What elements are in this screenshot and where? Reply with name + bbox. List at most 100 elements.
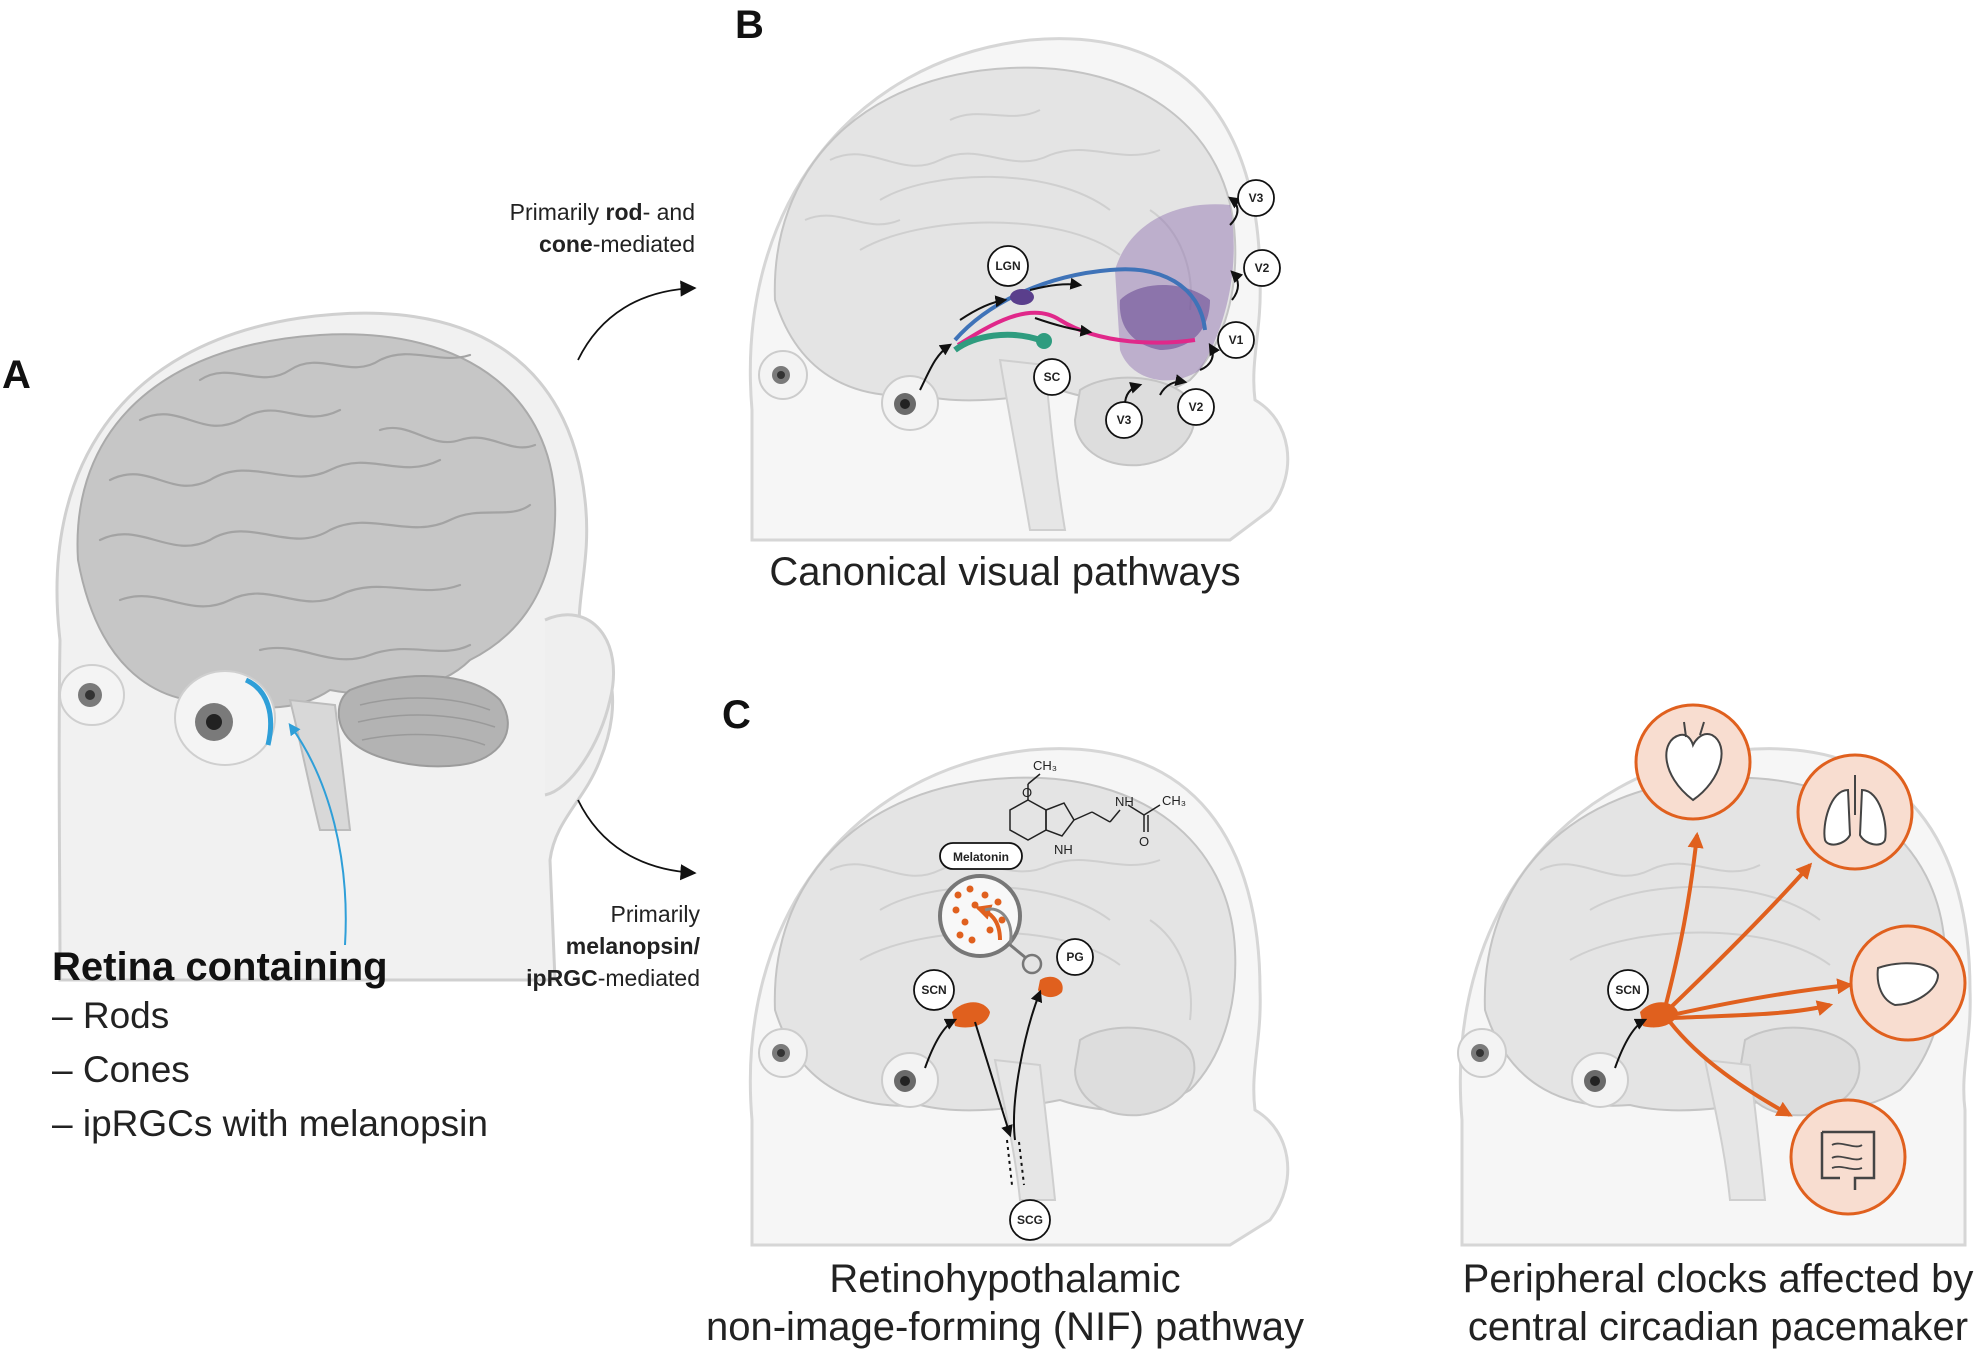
node-scn-d: SCN: [1607, 969, 1649, 1011]
node-scg-label: SCG: [1017, 1213, 1043, 1227]
node-v3-lower-label: V3: [1117, 413, 1132, 427]
panel-b-near-eye: [881, 375, 939, 431]
route-b-line2-bold: cone: [539, 231, 593, 257]
node-v3-lower: V3: [1105, 401, 1143, 439]
route-label-c: Primarily melanopsin/ ipRGC-mediated: [526, 901, 700, 991]
panel-a-cerebellum: [337, 675, 509, 768]
node-scg: SCG: [1009, 1199, 1051, 1241]
panel-d-caption-line1: Peripheral clocks affected by: [1463, 1257, 1974, 1301]
arrow-to-panel-b: [577, 280, 697, 361]
panel-c-pineal-gland: [1038, 976, 1063, 998]
retina-item-rods: – Rods: [52, 995, 169, 1036]
panel-d-clock-arrows: [1663, 831, 1854, 1117]
panel-d-far-eye: [1457, 1028, 1507, 1078]
chem-ch3-right: CH₃: [1162, 793, 1186, 808]
node-v1-label: V1: [1229, 333, 1244, 347]
retina-title: Retina containing: [52, 945, 388, 989]
panel-a-brainstem: [288, 698, 352, 831]
chem-o: O: [1022, 785, 1032, 800]
panel-d-near-eye: [1571, 1052, 1629, 1108]
chem-ch3-top: CH₃: [1033, 758, 1057, 773]
panel-c-caption-line1: Retinohypothalamic: [829, 1257, 1180, 1301]
melatonin-label-text: Melatonin: [953, 850, 1009, 864]
panel-d-cerebellum: [1738, 1026, 1861, 1117]
melatonin-molecule: [1009, 773, 1161, 841]
panel-b-letter: B: [735, 3, 764, 47]
route-arrows: [577, 280, 697, 881]
rod-cone-pathway-blue: [953, 267, 1207, 342]
route-b-line1-bold: rod: [606, 199, 643, 225]
panel-a: A: [2, 311, 616, 1144]
panel-b-far-eye: [758, 350, 808, 400]
panel-c-letter: C: [722, 693, 751, 737]
panel-c-dotted-path: [1006, 1139, 1025, 1186]
node-lgn-label: LGN: [995, 259, 1020, 273]
chem-nh-lower: NH: [1054, 842, 1073, 857]
node-v3-upper: V3: [1237, 179, 1275, 217]
panel-b: B: [735, 3, 1290, 594]
route-b-line1-pre: Primarily: [510, 199, 606, 225]
panel-d-caption-line2: central circadian pacemaker: [1468, 1305, 1968, 1349]
panel-c-far-eye: [758, 1028, 808, 1078]
panel-c-caption-line2: non-image-forming (NIF) pathway: [706, 1305, 1304, 1349]
node-sc: SC: [1033, 358, 1071, 396]
panel-b-brainstem: [998, 358, 1067, 531]
panel-a-cerebellum-lines: [357, 697, 496, 746]
route-b-line1-post: - and: [643, 199, 695, 225]
panel-d-brainstem: [1703, 1058, 1767, 1201]
lgn-nucleus: [1010, 289, 1034, 305]
liver-icon: [1849, 924, 1967, 1042]
svg-text:ipRGC-mediated: ipRGC-mediated: [526, 965, 700, 991]
panel-c-near-eye: [881, 1052, 939, 1108]
route-c-line1: Primarily: [611, 901, 701, 927]
node-sc-label: SC: [1044, 370, 1061, 384]
panel-b-visual-cortex-inner: [1119, 285, 1210, 350]
magenta-pathway: [956, 310, 1196, 347]
panel-b-connection-arrows: [919, 196, 1244, 406]
svg-text:cone-mediated: cone-mediated: [539, 231, 695, 257]
panel-a-far-eye: [59, 664, 125, 726]
panel-b-caption: Canonical visual pathways: [769, 550, 1240, 594]
panel-a-letter: A: [2, 353, 31, 397]
node-v2-upper: V2: [1243, 249, 1281, 287]
lungs-icon: [1796, 753, 1914, 871]
svg-text:Primarily rod- and: Primarily rod- and: [510, 199, 695, 225]
node-v2-upper-label: V2: [1255, 261, 1270, 275]
panel-d-brain-folds: [1539, 862, 1831, 966]
node-v2-lower-label: V2: [1189, 400, 1204, 414]
panel-c-pathway-arrows: [924, 989, 1043, 1141]
route-label-b: Primarily rod- and cone-mediated: [510, 199, 695, 257]
panel-d: SCN Peripheral clocks affected by centra…: [1457, 703, 1974, 1349]
retina-item-cones: – Cones: [52, 1049, 190, 1090]
chem-nh-upper: NH: [1115, 794, 1134, 809]
route-c-line3-bold: ipRGC: [526, 965, 598, 991]
node-v1: V1: [1217, 321, 1255, 359]
heart-icon: [1634, 703, 1752, 821]
node-pg-label: PG: [1066, 950, 1083, 964]
panel-d-eye-to-scn-arrow: [1614, 1018, 1648, 1069]
panel-b-brain-folds: [804, 109, 1192, 311]
retina-highlight: [244, 677, 274, 746]
arrow-to-panel-c: [577, 799, 697, 881]
panel-a-ear: [544, 613, 616, 797]
panel-a-brain: [76, 333, 557, 709]
panel-c-scn-nucleus: [952, 1002, 990, 1028]
panel-c-brainstem: [993, 1058, 1057, 1201]
intestines-icon: [1789, 1098, 1907, 1216]
panel-c: C: [706, 693, 1304, 1349]
route-b-line2-post: -mediated: [593, 231, 695, 257]
node-lgn: LGN: [987, 245, 1029, 287]
node-scn-c-label: SCN: [921, 983, 946, 997]
panel-a-light-arrow: [288, 723, 347, 946]
chem-o-carbonyl: O: [1139, 834, 1149, 849]
melatonin-magnifier: [938, 874, 1043, 975]
panel-c-cerebellum: [1073, 1026, 1196, 1117]
node-pg: PG: [1056, 938, 1094, 976]
route-c-line3-post: -mediated: [598, 965, 700, 991]
node-v3-upper-label: V3: [1249, 191, 1264, 205]
node-scn-c: SCN: [913, 969, 955, 1011]
route-c-line2: melanopsin/: [566, 933, 701, 959]
retina-item-iprgcs: – ipRGCs with melanopsin: [52, 1103, 488, 1144]
panel-a-near-eye: [174, 670, 276, 766]
